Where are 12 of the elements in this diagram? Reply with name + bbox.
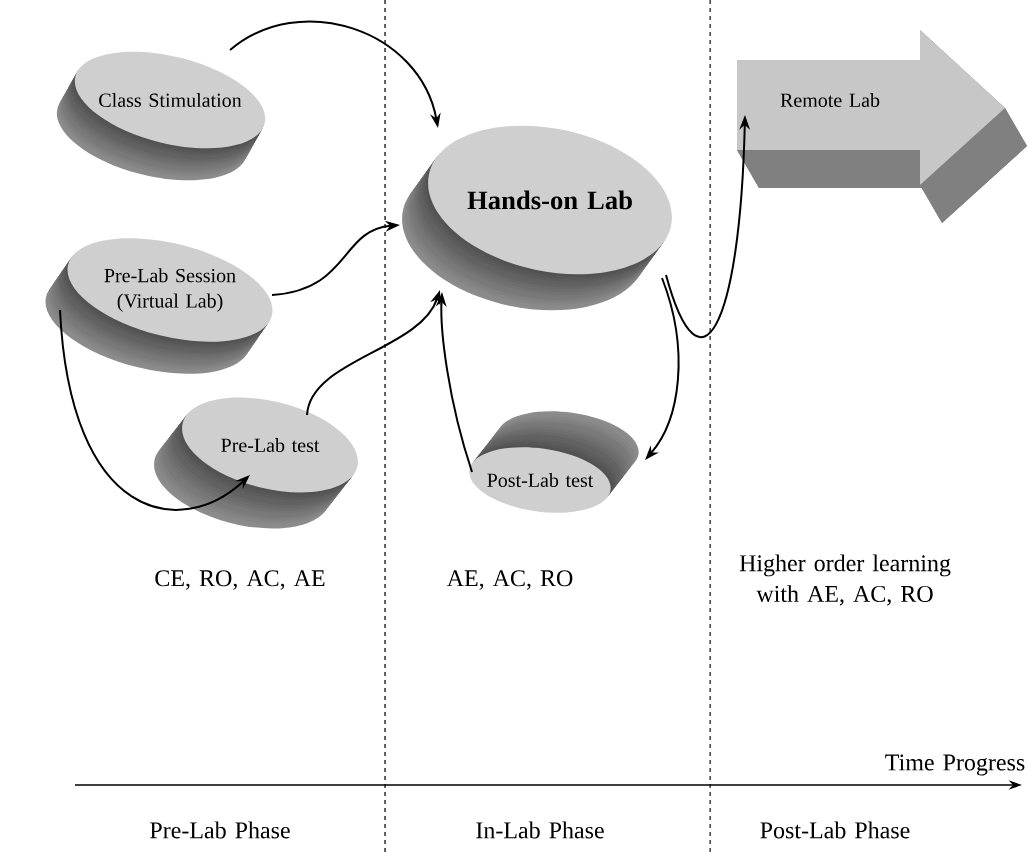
label-text: Post-Lab Phase bbox=[760, 821, 910, 839]
disk-node: Post-Lab test bbox=[469, 411, 639, 513]
label-text: AE, AC, RO bbox=[446, 570, 573, 590]
disk-node: Class Stimulation bbox=[56, 51, 266, 181]
label-text: In-Lab Phase bbox=[476, 821, 604, 839]
disk-node: Pre-Lab test bbox=[154, 397, 358, 529]
label-text: Pre-Lab Phase bbox=[150, 821, 290, 839]
label-text: Time Progress bbox=[885, 754, 1025, 776]
label-text: CE, RO, AC, AE bbox=[155, 570, 325, 590]
disk-node: Hands-on Lab bbox=[402, 125, 672, 311]
label-text: Higher order learning with AE, AC, RO bbox=[739, 554, 951, 606]
disk-node: Pre-Lab Session (Virtual Lab) bbox=[45, 238, 273, 374]
